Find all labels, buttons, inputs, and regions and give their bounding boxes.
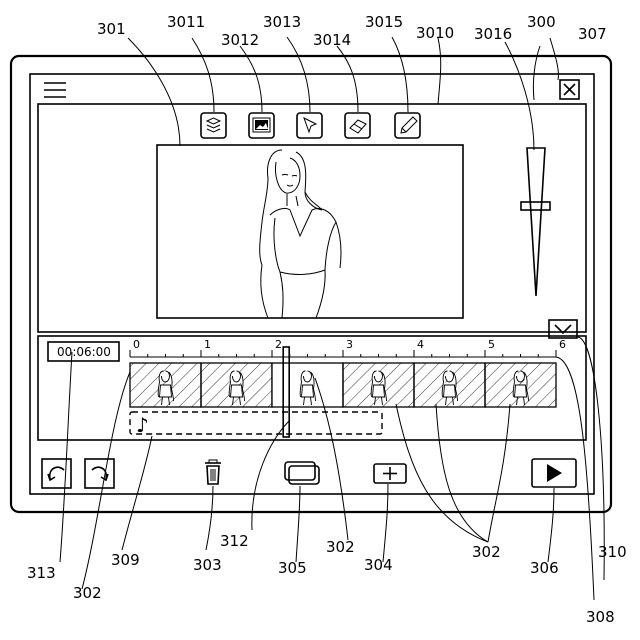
clip-track <box>130 363 556 407</box>
play-icon[interactable] <box>532 459 576 487</box>
eraser-icon[interactable] <box>345 113 370 138</box>
ruler-ticks: 0 1 2 3 4 5 6 <box>130 338 566 357</box>
ref-3010: 3010 <box>416 24 454 42</box>
ref-302-middle: 302 <box>326 538 355 556</box>
layers-icon[interactable] <box>201 113 226 138</box>
ref-3016: 3016 <box>474 25 512 43</box>
audio-track[interactable] <box>130 412 382 434</box>
video-clip[interactable] <box>343 363 414 407</box>
cursor-icon[interactable] <box>297 113 322 138</box>
ref-3012: 3012 <box>221 31 259 49</box>
pencil-icon[interactable] <box>395 113 420 138</box>
close-icon[interactable] <box>560 80 579 99</box>
undo-icon[interactable] <box>42 459 71 488</box>
trash-icon[interactable] <box>205 460 221 484</box>
ref-308: 308 <box>586 608 615 626</box>
ref-306: 306 <box>530 559 559 577</box>
image-icon[interactable] <box>249 113 274 138</box>
plus-icon[interactable] <box>374 464 406 483</box>
ref-3015: 3015 <box>365 13 403 31</box>
app-screen <box>30 74 594 494</box>
ruler-tick-label: 0 <box>133 338 140 351</box>
ref-302-left: 302 <box>73 584 102 602</box>
redo-icon[interactable] <box>85 459 114 488</box>
video-clip[interactable] <box>485 363 556 407</box>
duplicate-icon[interactable] <box>285 462 319 484</box>
ref-303: 303 <box>193 556 222 574</box>
device-frame <box>11 56 611 512</box>
current-time: 00:06:00 <box>57 345 111 359</box>
ref-301: 301 <box>97 20 126 38</box>
video-clip[interactable] <box>130 363 201 407</box>
ruler-tick-label: 3 <box>346 338 353 351</box>
ref-3011: 3011 <box>167 13 205 31</box>
slider-icon[interactable] <box>521 148 550 296</box>
ref-312: 312 <box>220 532 249 550</box>
person-illustration <box>260 150 341 318</box>
ref-3014: 3014 <box>313 31 351 49</box>
ruler-tick-label: 6 <box>559 338 566 351</box>
preview-image <box>157 145 463 318</box>
ref-304: 304 <box>364 556 393 574</box>
video-clip[interactable] <box>201 363 272 407</box>
ref-307: 307 <box>578 25 607 43</box>
ref-313: 313 <box>27 564 56 582</box>
ref-302-right: 302 <box>472 543 501 561</box>
ruler-tick-label: 5 <box>488 338 495 351</box>
music-note-icon: ♪ <box>136 413 149 437</box>
hamburger-icon[interactable] <box>44 83 66 97</box>
video-clip[interactable] <box>414 363 485 407</box>
ref-305: 305 <box>278 559 307 577</box>
ref-300: 300 <box>527 13 556 31</box>
ref-309: 309 <box>111 551 140 569</box>
ruler-tick-label: 4 <box>417 338 424 351</box>
ref-3013: 3013 <box>263 13 301 31</box>
ruler-tick-label: 1 <box>204 338 211 351</box>
ruler-tick-label: 2 <box>275 338 282 351</box>
ref-310: 310 <box>598 543 627 561</box>
